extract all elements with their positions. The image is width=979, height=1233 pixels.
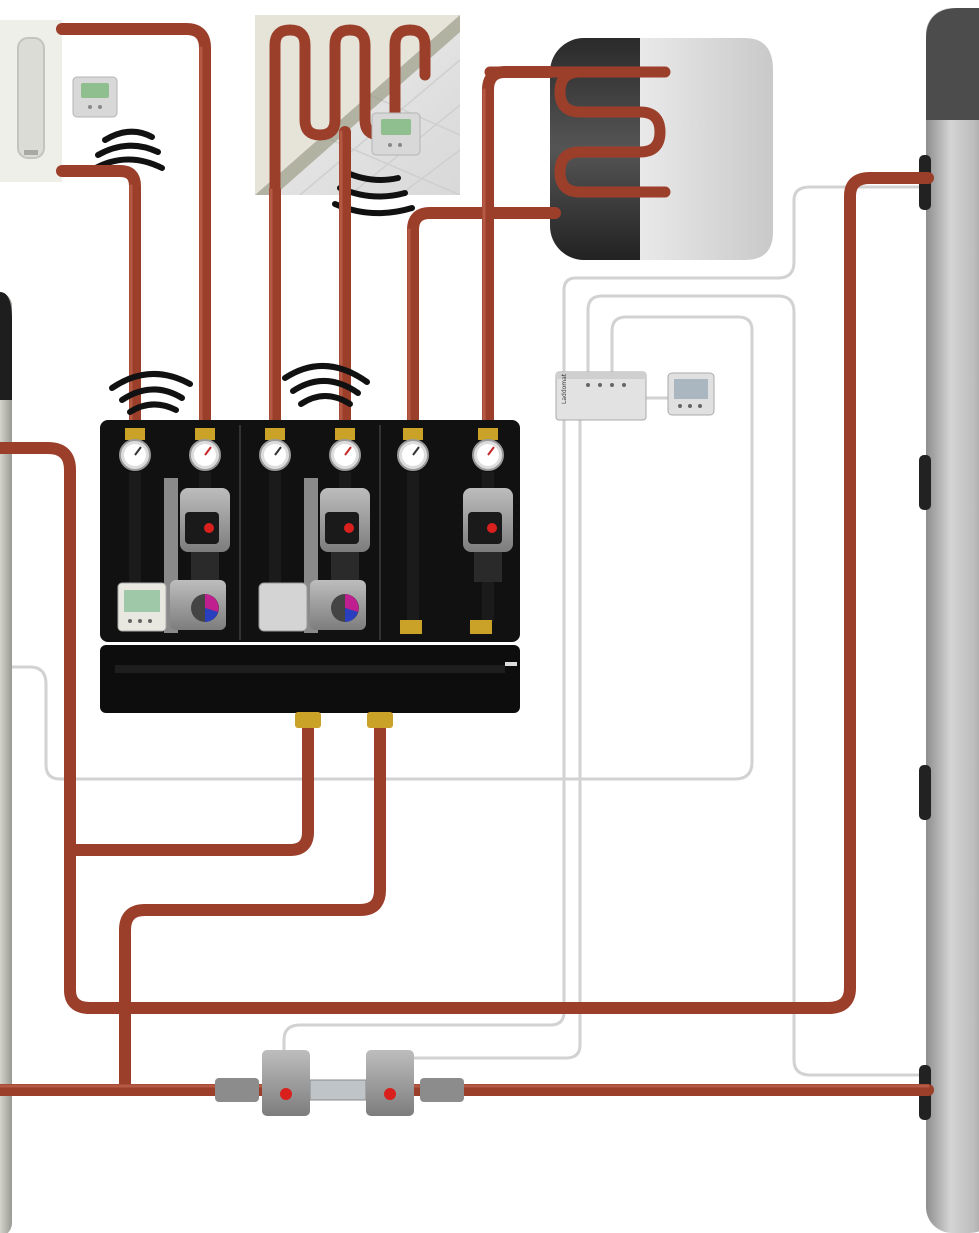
mixing-valve-actuator bbox=[310, 580, 366, 630]
thermometer-gauge-cold bbox=[397, 428, 429, 622]
control-wires bbox=[0, 185, 924, 1077]
laddomat-controller: Laddomat bbox=[555, 371, 647, 421]
underfloor-heating-panel bbox=[255, 15, 460, 195]
terminal-screw bbox=[586, 383, 590, 387]
mixing-controller-display bbox=[117, 582, 167, 632]
circulation-pump bbox=[463, 488, 513, 582]
wireless-signal-icon bbox=[282, 363, 370, 407]
zone-valve-actuator bbox=[366, 1050, 414, 1116]
circulation-pump bbox=[320, 488, 370, 582]
heating-pipes bbox=[0, 23, 934, 1096]
room-thermostat-2 bbox=[371, 112, 421, 156]
valve-cover bbox=[258, 582, 308, 632]
mixing-valve-actuator bbox=[170, 580, 226, 630]
zone-valve-actuator bbox=[262, 1050, 310, 1116]
hot-water-coil-tank bbox=[484, 38, 773, 260]
wireless-signal-icon bbox=[89, 128, 165, 173]
terminal-screw bbox=[610, 383, 614, 387]
bottom-valve-assembly bbox=[215, 1050, 464, 1116]
pump-manifold-unit bbox=[100, 420, 520, 728]
terminal-screw bbox=[598, 383, 602, 387]
right-buffer-tank bbox=[919, 8, 979, 1233]
controller-brand-label: Laddomat bbox=[561, 373, 568, 404]
room-thermostat-1 bbox=[72, 76, 118, 118]
wireless-signal-icon bbox=[109, 371, 193, 415]
left-storage-tank bbox=[0, 292, 12, 1233]
radiator bbox=[0, 20, 62, 182]
terminal-screw bbox=[622, 383, 626, 387]
remote-display-panel bbox=[667, 372, 715, 416]
circulation-pump bbox=[180, 488, 230, 582]
